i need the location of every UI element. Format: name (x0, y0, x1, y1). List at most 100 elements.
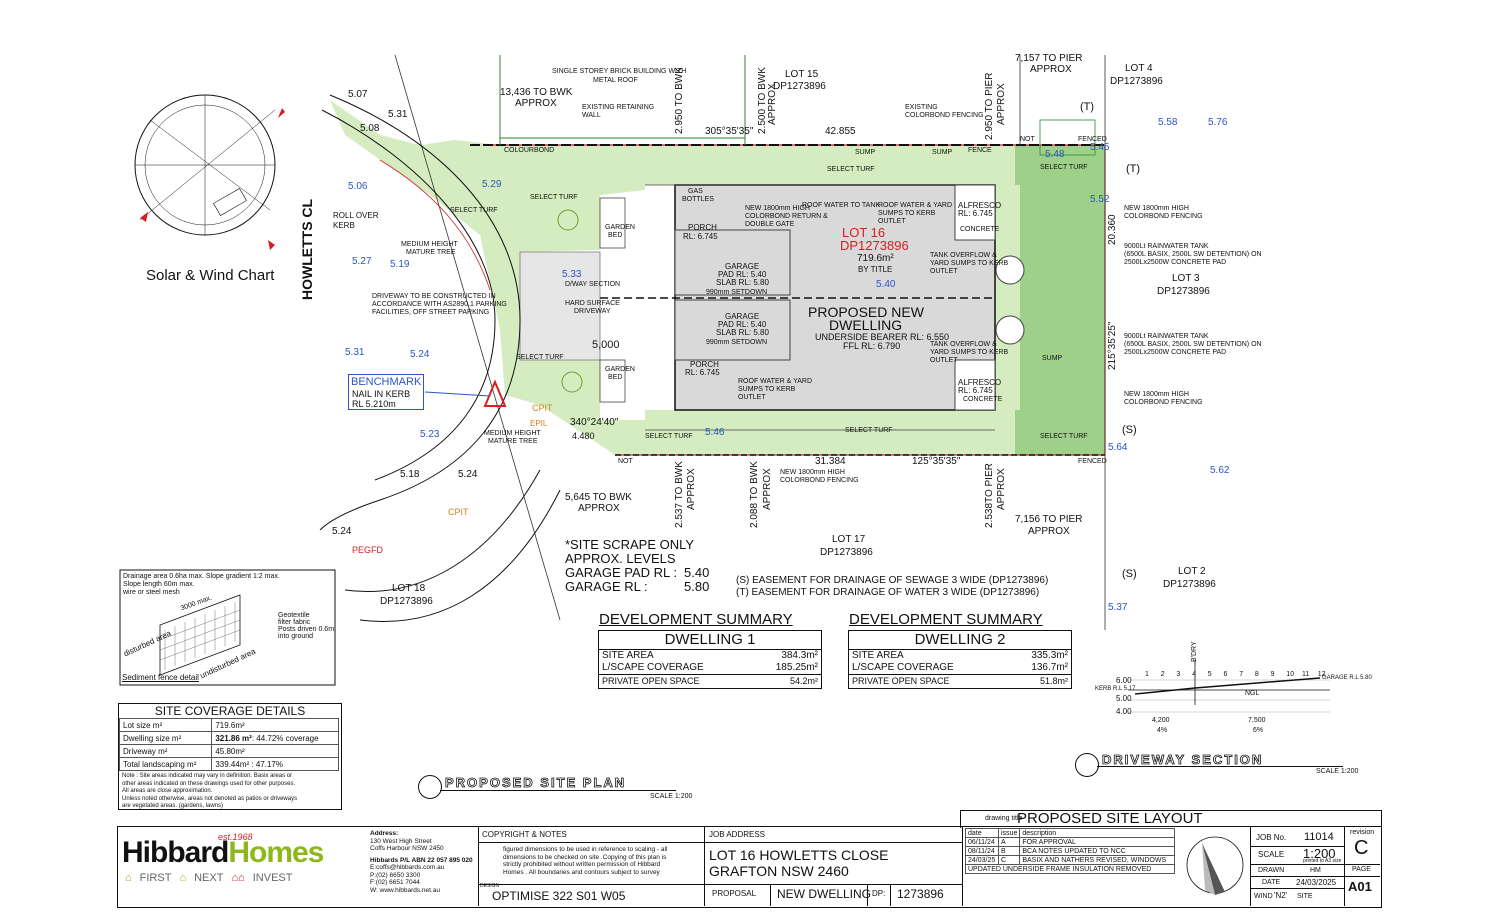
easement-s: (S) (1122, 424, 1137, 436)
neighbour-dp: DP1273896 (773, 81, 826, 92)
spot-level: 5.31 (388, 109, 408, 120)
divider (704, 842, 962, 843)
rev-issue: B (997, 846, 1021, 856)
note: NEW 1800mm HIGH (745, 205, 810, 212)
neighbour-lot: LOT 3 (1172, 273, 1200, 284)
alfresco-2 (954, 359, 996, 411)
lot-dp: DP1273896 (840, 238, 909, 253)
coverage-title: SITE COVERAGE DETAILS (154, 704, 306, 718)
job-no-label: JOB No. (1256, 833, 1287, 842)
spot-level: 5.24 (458, 469, 478, 480)
coverage-note: other areas indicated on these drawings … (122, 780, 296, 787)
row-value: 51.8m² (1039, 676, 1068, 686)
note: NEW 1800mm HIGH (1124, 391, 1189, 398)
coverage-notes: Note : Site areas indicated may vary in … (119, 771, 341, 813)
note: CPIT (532, 403, 553, 413)
sediment-note: wire or steel mesh (123, 589, 180, 596)
drawing-title-label: drawing title (985, 815, 1023, 822)
note: SUMP (855, 149, 876, 156)
row-value: 136.7m² (1031, 662, 1068, 673)
spot-level: 5.58 (1158, 117, 1178, 128)
dw-kerb: KERB R.L 5.17 (1095, 686, 1136, 692)
page: A01 (1348, 879, 1372, 894)
dw-tick-label: 4 (1192, 671, 1196, 678)
bwk-bottom: 5,645 TO BWK (565, 492, 632, 503)
pier-bottom: 7,156 TO PIER (1015, 514, 1083, 525)
neighbour-lot: LOT 2 (1178, 566, 1206, 577)
note: SELECT TURF (516, 354, 564, 361)
spot-level: 5.23 (420, 429, 440, 440)
dw-ngl: NGL (1245, 690, 1260, 697)
note: GARDEN (605, 366, 635, 373)
note: SELECT TURF (645, 433, 693, 440)
note: MATURE TREE (406, 249, 456, 256)
bottom-bearing: 125°35'35" (912, 456, 961, 467)
cov-label: Driveway m² (118, 744, 213, 758)
note: NEW 1800mm HIGH (1124, 205, 1189, 212)
benchmark-label: BENCHMARK (351, 376, 422, 388)
rev-h-date: date (965, 828, 999, 838)
dw-len: 7,500 (1248, 717, 1266, 724)
spot-level: 5.08 (360, 123, 380, 134)
rev-issue: C (997, 855, 1021, 865)
landscape-strip-top (645, 145, 1015, 185)
note: FACILITIES, OFF STREET PARKING (372, 309, 490, 316)
right-bearing: 215°35'25" (1107, 321, 1118, 370)
note: RL: 6.745 (683, 232, 718, 241)
scrape-note-2: APPROX. LEVELS (565, 551, 676, 566)
spot-level: 5.31 (345, 347, 365, 358)
note: D/WAY SECTION (565, 281, 621, 288)
rev-h-desc: description (1019, 828, 1175, 838)
scale-note: printed to A3 size (1303, 858, 1342, 864)
dw-grade: 6% (1253, 727, 1264, 734)
dw-tick-label: 3 (1176, 671, 1181, 678)
note: YARD SUMPS TO KERB (930, 349, 1009, 356)
spot-level: 5.33 (562, 269, 582, 280)
benchmark-line-1: NAIL IN KERB (352, 389, 411, 399)
neighbour-lot: LOT 18 (392, 583, 426, 594)
divider (1250, 864, 1380, 865)
proposal: NEW DWELLING (777, 887, 872, 901)
dp-label: DP: (872, 889, 886, 898)
cov-label: Lot size m² (118, 718, 213, 732)
spot-level: 5.24 (332, 526, 352, 537)
garage-rl-label: GARAGE RL : (565, 579, 648, 594)
coverage-note: Note : Site areas indicated may vary in … (122, 773, 293, 779)
dw-tick-label: 8 (1254, 671, 1259, 678)
note: 990mm SETDOWN (706, 289, 768, 296)
wind: 'N2' (1274, 891, 1288, 900)
address-label: Address: (370, 830, 399, 837)
page-label: PAGE (1352, 866, 1371, 873)
driveway-title-circle (1075, 753, 1099, 777)
note: SUMP (1042, 355, 1063, 362)
logo-slogan: ⌂FIRST ⌂NEXT ⌂⌂INVEST (125, 872, 292, 884)
rainwater-tank-2 (995, 315, 1025, 345)
rainwater-tank-1 (995, 255, 1025, 285)
spot-level: 5.06 (348, 181, 368, 192)
row-value: 54.2m² (789, 676, 818, 686)
proposal-label: PROPOSAL (712, 889, 757, 898)
approx-vertical: APPROX (767, 83, 778, 125)
copyright-line: figured dimensions to be used in referen… (503, 846, 668, 853)
site-label: SITE (1297, 893, 1313, 900)
note: COLORBOND FENCING (780, 477, 859, 484)
slogan-first: FIRST (139, 872, 172, 884)
dev-summary-heading: DEVELOPMENT SUMMARY (849, 611, 1043, 628)
revision-label: revision (1350, 829, 1375, 836)
note: BOTTLES (682, 196, 714, 203)
garden-bed-2 (599, 359, 626, 403)
note: NOT (1020, 136, 1035, 143)
note: SLAB RL: 5.80 (716, 278, 769, 287)
date-label: DATE (1262, 879, 1281, 886)
copyright-line: dimensions to be checked on site .Copyin… (503, 853, 667, 861)
neighbour-dp: DP1273896 (380, 596, 433, 607)
